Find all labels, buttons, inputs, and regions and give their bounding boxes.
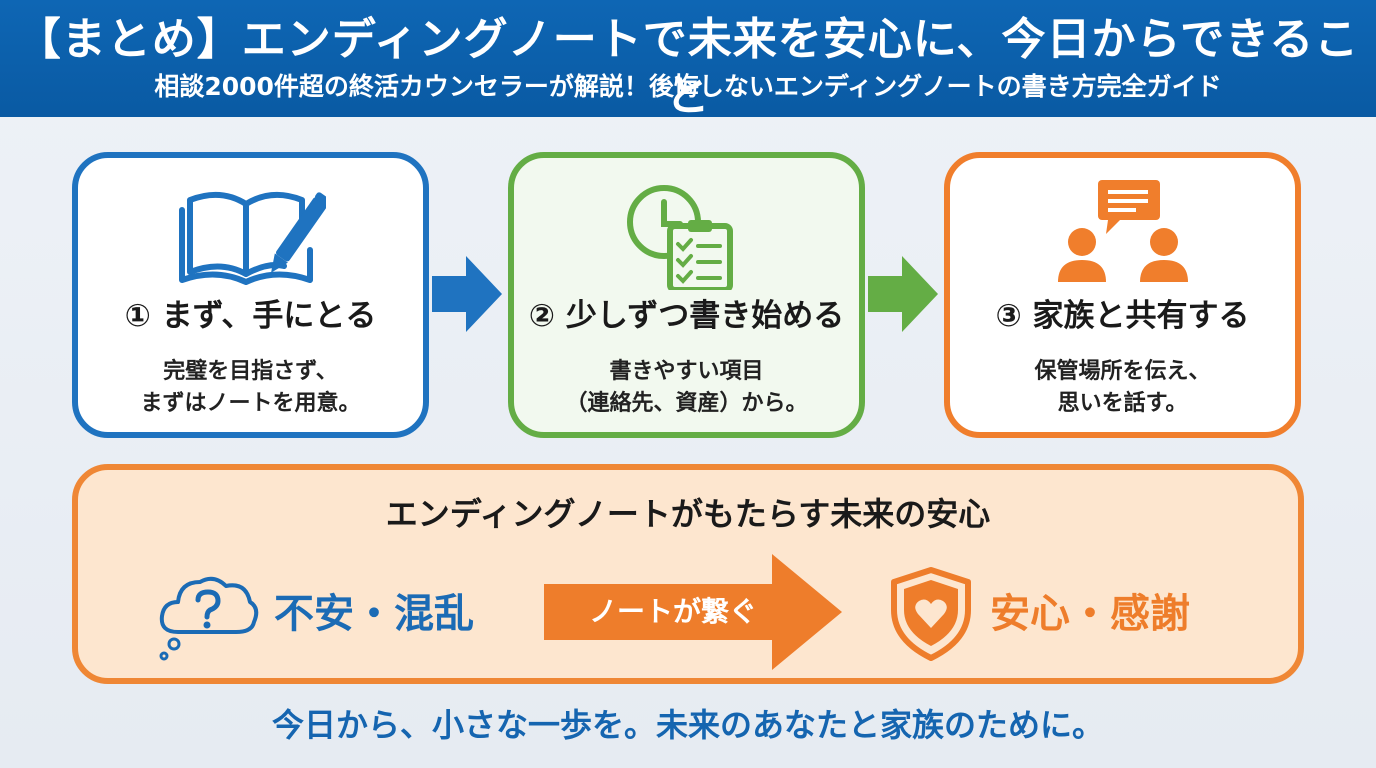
page-subtitle: 相談2000件超の終活カウンセラーが解説！後悔しないエンディングノートの書き方完… — [154, 72, 1222, 101]
step-2-title: ② 少しずつ書き始める — [528, 298, 845, 334]
step-3-title: ③ 家族と共有する — [995, 298, 1250, 334]
step-1-description: 完璧を目指さず、 まずはノートを用意。 — [78, 356, 423, 420]
question-cloud-icon — [159, 576, 259, 661]
step-2-desc-line-2: （連絡先、資産）から。 — [565, 391, 808, 416]
step-2-description: 書きやすい項目 （連絡先、資産）から。 — [514, 356, 859, 420]
step-2-desc-line-1: 書きやすい項目 — [609, 359, 764, 384]
step-1-title: ① まず、手にとる — [124, 298, 377, 334]
arrow-right-icon-blue — [432, 256, 502, 332]
big-arrow-right-icon — [544, 554, 842, 670]
arrow-right-icon-green — [868, 256, 938, 332]
future-relief-panel: エンディングノートがもたらす未来の安心 不安・混乱 ノートが繋ぐ 安心・感謝 — [72, 464, 1304, 684]
step-3-description: 保管場所を伝え、 思いを話す。 — [950, 356, 1295, 420]
heart-shield-icon — [891, 567, 971, 661]
step-3-desc-line-1: 保管場所を伝え、 — [1034, 359, 1211, 384]
open-notebook-pen-icon — [78, 180, 423, 290]
step-card-1: ① まず、手にとる 完璧を目指さず、 まずはノートを用意。 — [72, 152, 429, 438]
relief-label: 安心・感謝 — [990, 591, 1190, 637]
footer-message: 今日から、小さな一歩を。未来のあなたと家族のために。 — [271, 706, 1104, 744]
step-1-desc-line-1: 完璧を目指さず、 — [163, 359, 338, 384]
step-3-desc-line-2: 思いを話す。 — [1057, 391, 1188, 416]
step-card-3: ③ 家族と共有する 保管場所を伝え、 思いを話す。 — [944, 152, 1301, 438]
panel-title: エンディングノートがもたらす未来の安心 — [385, 495, 991, 533]
step-card-2: ② 少しずつ書き始める 書きやすい項目 （連絡先、資産）から。 — [508, 152, 865, 438]
clock-checklist-icon — [514, 180, 859, 290]
header-banner: 【まとめ】エンディングノートで未来を安心に、今日からできること 相談2000件超… — [0, 0, 1376, 121]
arrow-label: ノートが繋ぐ — [588, 595, 757, 628]
step-1-desc-line-2: まずはノートを用意。 — [140, 391, 361, 416]
page-title: 【まとめ】エンディングノートで未来を安心に、今日からできること — [16, 14, 1360, 121]
anxiety-label: 不安・混乱 — [274, 591, 474, 637]
family-chat-icon — [950, 180, 1295, 290]
